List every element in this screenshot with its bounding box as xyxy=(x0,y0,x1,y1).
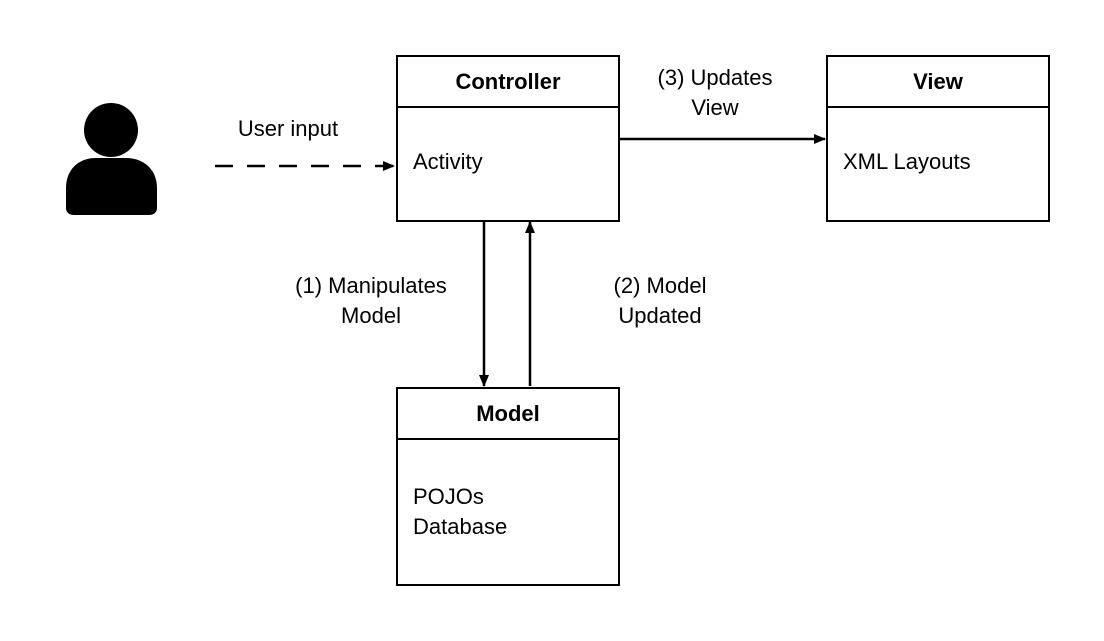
view-body: XML Layouts xyxy=(828,108,1048,177)
view-body-line: XML Layouts xyxy=(843,149,971,174)
model-updated-label-line: (2) Model xyxy=(613,273,707,298)
model-updated-label-line: Updated xyxy=(618,303,702,328)
view-box: View XML Layouts xyxy=(826,55,1050,222)
user-input-label: User input xyxy=(218,114,358,144)
view-title: View xyxy=(828,57,1048,108)
controller-box: Controller Activity xyxy=(396,55,620,222)
updates-view-label-line: View xyxy=(691,95,739,120)
controller-title: Controller xyxy=(398,57,618,108)
model-updated-label: (2) Model Updated xyxy=(590,271,730,331)
manipulates-model-label-line: Model xyxy=(341,303,401,328)
user-icon xyxy=(66,103,157,215)
model-title: Model xyxy=(398,389,618,440)
updates-view-label-line: (3) Updates xyxy=(657,65,773,90)
manipulates-model-label-line: (1) Manipulates xyxy=(295,273,447,298)
model-box: Model POJOs Database xyxy=(396,387,620,586)
controller-body: Activity xyxy=(398,108,618,177)
model-body: POJOs Database xyxy=(398,440,618,542)
controller-body-line: Activity xyxy=(413,149,483,174)
manipulates-model-label: (1) Manipulates Model xyxy=(271,271,471,331)
updates-view-label: (3) Updates View xyxy=(635,63,795,123)
model-body-line: POJOs xyxy=(413,484,484,509)
model-body-line: Database xyxy=(413,514,508,539)
user-input-label-text: User input xyxy=(237,116,339,141)
